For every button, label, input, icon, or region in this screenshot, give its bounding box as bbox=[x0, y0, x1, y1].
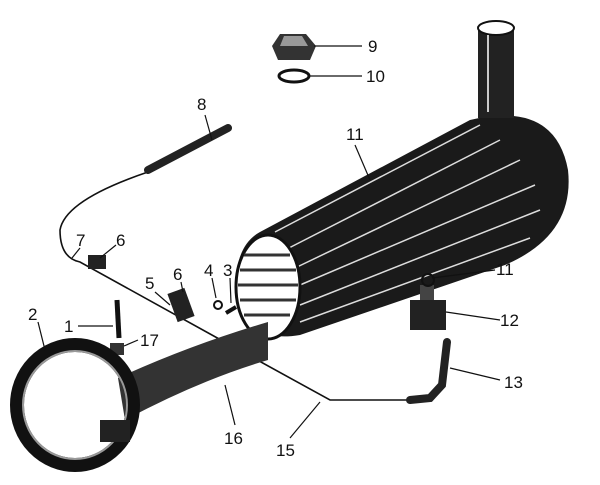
bolt bbox=[224, 305, 238, 315]
bolt bbox=[114, 299, 122, 339]
label-6a: 6 bbox=[116, 231, 125, 250]
heat-shield bbox=[118, 322, 268, 420]
label-3: 3 bbox=[223, 261, 232, 280]
label-11: 11 bbox=[346, 125, 364, 144]
label-7: 7 bbox=[76, 231, 85, 250]
label-12: 11 bbox=[496, 260, 514, 279]
label-5: 5 bbox=[145, 274, 154, 293]
label-17: 17 bbox=[140, 331, 159, 350]
filler-neck bbox=[477, 20, 515, 118]
label-9: 9 bbox=[368, 37, 377, 56]
clip bbox=[167, 287, 195, 323]
sealing-washer bbox=[277, 68, 311, 84]
label-10: 10 bbox=[366, 67, 385, 86]
label-2: 2 bbox=[28, 305, 37, 324]
mounting-strap bbox=[10, 338, 140, 472]
washer bbox=[213, 300, 223, 310]
tank-cylinder bbox=[234, 115, 569, 341]
label-1: 1 bbox=[64, 317, 73, 336]
label-15: 15 bbox=[276, 441, 295, 460]
fuel-pipe-with-hose bbox=[59, 124, 451, 404]
label-14: 13 bbox=[504, 373, 523, 392]
leader-lines bbox=[37, 45, 501, 439]
clip bbox=[88, 255, 106, 269]
label-4: 4 bbox=[204, 261, 213, 280]
drain-valve bbox=[410, 273, 446, 330]
label-8: 8 bbox=[197, 95, 206, 114]
filler-cap bbox=[272, 34, 316, 60]
label-6b: 6 bbox=[173, 265, 182, 284]
label-13: 12 bbox=[500, 311, 519, 330]
label-16: 16 bbox=[224, 429, 243, 448]
